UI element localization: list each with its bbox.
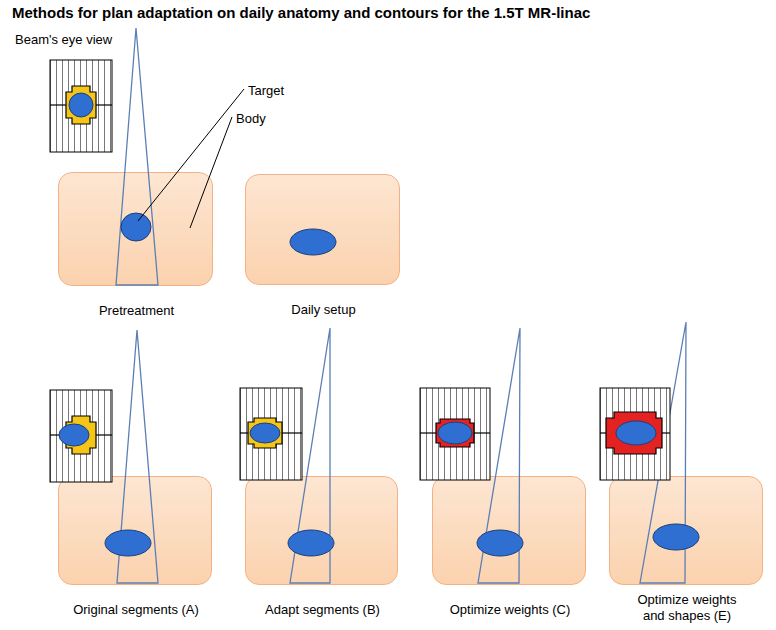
- leader-line: [190, 117, 232, 228]
- target: [288, 530, 334, 556]
- panel-caption: Optimize weights and shapes (E): [625, 592, 749, 624]
- body-outline: Optimize weights (C): [432, 476, 586, 585]
- panel-caption: Adapt segments (B): [248, 602, 398, 618]
- beam: [117, 330, 158, 583]
- leader-line: [138, 89, 244, 221]
- leader-lines: [138, 89, 244, 228]
- body-outline: Optimize weights and shapes (E): [609, 476, 763, 585]
- beam: [116, 28, 158, 285]
- beams-eye-view: [420, 388, 490, 480]
- beam: [640, 322, 686, 583]
- callout-label: Target: [248, 83, 284, 98]
- beams-eye-view: [240, 388, 302, 480]
- title: Methods for plan adaptation on daily ana…: [12, 4, 590, 21]
- body-outline: Original segments (A): [58, 476, 212, 585]
- body-outline: Adapt segments (B): [245, 476, 398, 585]
- panel-caption: Optimize weights (C): [430, 602, 590, 618]
- callout-label: Body: [236, 111, 266, 126]
- target: [477, 530, 523, 556]
- target: [105, 530, 151, 556]
- beams: [116, 28, 686, 583]
- target: [121, 213, 151, 241]
- target: [653, 524, 699, 550]
- target: [290, 229, 336, 255]
- panel-caption: Daily setup: [254, 302, 394, 318]
- body-outline: Pretreatment: [58, 172, 213, 286]
- view-label-wrap: Beam's eye view: [15, 30, 112, 48]
- body-outline: Daily setup: [245, 174, 400, 285]
- panel-caption: Pretreatment: [67, 303, 207, 319]
- callout-label-wrap: Body: [236, 109, 266, 127]
- view-label: Beam's eye view: [15, 32, 112, 47]
- beam: [478, 328, 520, 583]
- beams-eye-view: [50, 390, 112, 482]
- callout-label-wrap: Target: [248, 81, 284, 99]
- title-wrap: Methods for plan adaptation on daily ana…: [12, 4, 590, 22]
- beams-eye-view: [600, 388, 670, 480]
- beams-eye-view: [50, 60, 112, 152]
- panel-caption: Original segments (A): [56, 602, 216, 618]
- beam: [290, 328, 330, 583]
- targets: [105, 213, 699, 556]
